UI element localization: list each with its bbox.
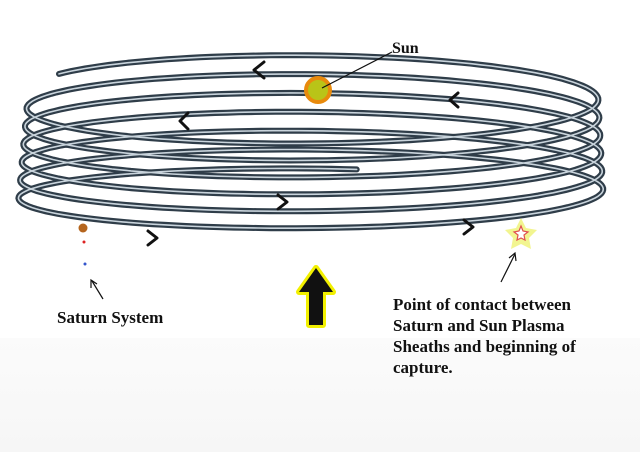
contact-pointer-head <box>508 251 517 262</box>
direction-arrows <box>146 60 475 247</box>
spiral-path-highlight <box>17 54 604 229</box>
up-arrow-icon <box>296 265 336 328</box>
left-arrow-icon <box>178 111 190 131</box>
left-arrow-icon <box>448 91 460 109</box>
contact-label-line-3: Sheaths and beginning of <box>393 337 576 356</box>
left-arrow-icon <box>252 60 266 80</box>
right-arrow-icon <box>146 229 159 247</box>
saturn-system-label: Saturn System <box>57 308 164 327</box>
saturn-planet-icon <box>78 223 88 266</box>
saturn-pointer-head <box>90 278 98 288</box>
sun-label: Sun <box>392 40 419 57</box>
contact-pointer-line <box>500 253 516 283</box>
spiral-orbits <box>15 52 607 232</box>
contact-point-label: Point of contact between Saturn and Sun … <box>393 294 633 378</box>
saturn-pointer-line <box>91 280 104 300</box>
contact-label-line-1: Point of contact between <box>393 295 571 314</box>
sun-pointer-line <box>321 51 393 89</box>
contact-label-line-2: Saturn and Sun Plasma <box>393 316 565 335</box>
bottom-background <box>0 338 640 452</box>
contact-label-line-4: capture. <box>393 358 453 377</box>
right-arrow-icon <box>462 218 475 236</box>
star-icon <box>505 218 537 249</box>
right-arrow-icon <box>276 193 289 211</box>
sun-icon <box>304 76 332 104</box>
